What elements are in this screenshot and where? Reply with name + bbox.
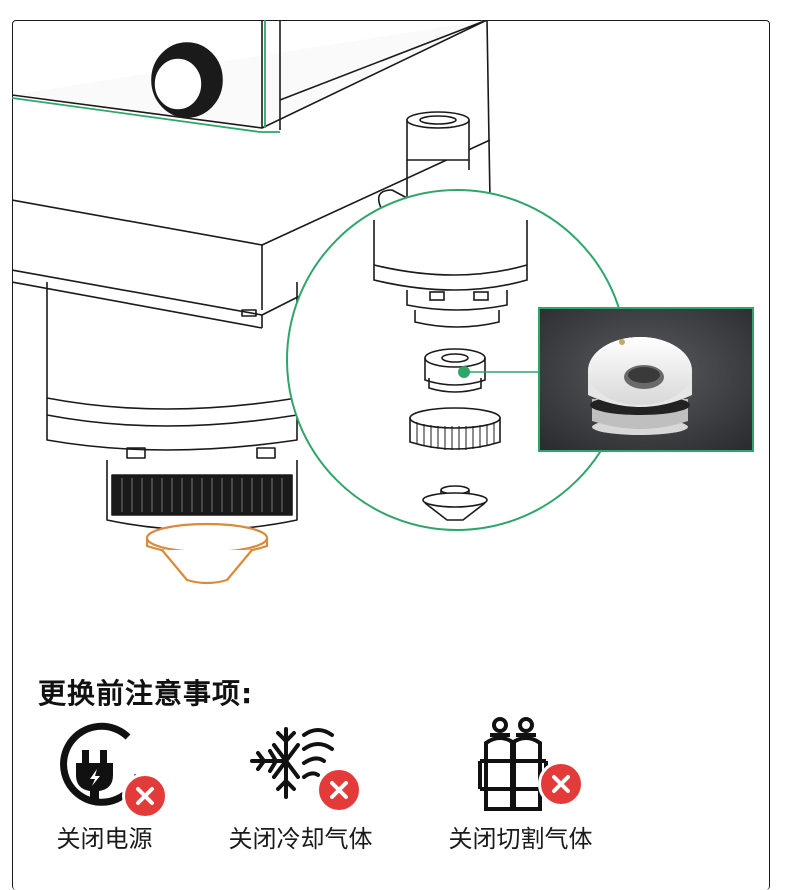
disabled-x-icon <box>315 767 362 813</box>
notice-title: 更换前注意事项: <box>38 677 254 710</box>
gas-cylinder-icon <box>466 715 584 815</box>
disabled-x-icon <box>121 773 168 819</box>
cooling-gas-icon <box>246 715 362 815</box>
precaution-power: 关闭电源 <box>42 715 168 854</box>
precaution-cutting-gas: 关闭切割气体 <box>438 715 603 854</box>
precaution-label: 关闭电源 <box>56 825 153 853</box>
disabled-x-icon <box>537 761 584 807</box>
precaution-cooling-gas: 关闭冷却气体 <box>218 715 383 854</box>
precaution-label: 关闭冷却气体 <box>228 825 373 853</box>
precaution-label: 关闭切割气体 <box>448 825 593 853</box>
ceramic-ring-photo <box>538 307 754 452</box>
power-plug-icon <box>50 715 168 819</box>
